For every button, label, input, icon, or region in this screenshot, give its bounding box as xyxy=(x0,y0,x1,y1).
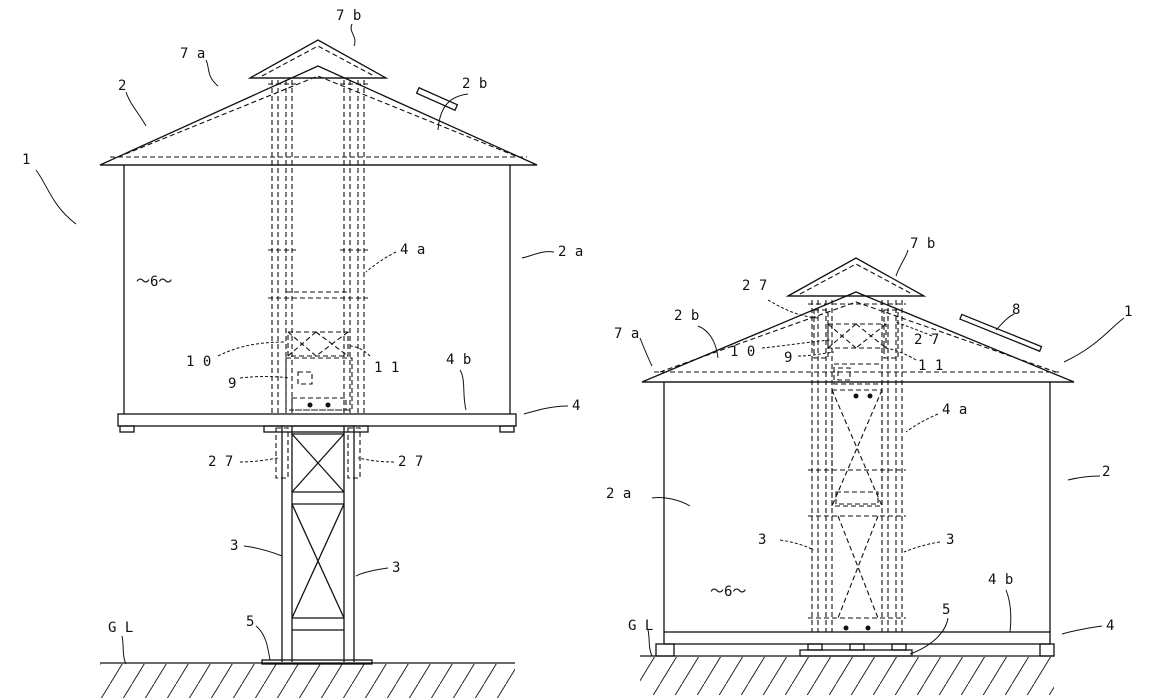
label-3-right: 3 xyxy=(392,560,400,576)
label-3-left: 3 xyxy=(758,532,766,548)
label-6: ～6～ xyxy=(136,274,172,290)
label-2a: 2 a xyxy=(558,244,583,260)
floor-base xyxy=(655,631,1055,657)
label-8: 8 xyxy=(1012,302,1020,318)
label-9: 9 xyxy=(228,376,236,392)
label-9: 9 xyxy=(784,350,792,366)
label-2b: 2 b xyxy=(674,308,699,324)
ground-hatch xyxy=(100,664,515,698)
label-1: 1 xyxy=(1124,304,1132,320)
label-1: 1 xyxy=(22,152,30,168)
house-body xyxy=(123,165,511,414)
label-10: 1 0 xyxy=(186,354,211,370)
label-2b: 2 b xyxy=(462,76,487,92)
label-gl: G L xyxy=(108,620,133,636)
label-4b: 4 b xyxy=(988,572,1013,588)
house-body xyxy=(663,382,1051,632)
label-7a: 7 a xyxy=(180,46,205,62)
roof xyxy=(641,257,1075,383)
label-gl: G L xyxy=(628,618,653,634)
right-figure: 7 b 2 7 2 b 8 1 7 a 1 0 2 7 9 1 1 4 a 2 … xyxy=(606,236,1132,695)
label-7b: 7 b xyxy=(910,236,935,252)
right-labels: 7 b 2 7 2 b 8 1 7 a 1 0 2 7 9 1 1 4 a 2 … xyxy=(606,236,1132,634)
label-6: ～6～ xyxy=(710,584,746,600)
left-leaders xyxy=(35,23,569,665)
label-27-right: 2 7 xyxy=(398,454,423,470)
inner-columns xyxy=(808,300,906,632)
inner-columns xyxy=(268,80,368,414)
label-11: 1 1 xyxy=(374,360,399,376)
label-4b: 4 b xyxy=(446,352,471,368)
label-2: 2 xyxy=(118,78,126,94)
label-27-left: 2 7 xyxy=(208,454,233,470)
label-5: 5 xyxy=(942,602,950,618)
label-10: 1 0 xyxy=(730,344,755,360)
label-4a: 4 a xyxy=(400,242,425,258)
left-figure: 7 b 7 a 2 b 2 1 2 a ～6～ 4 a 1 0 1 1 9 4 … xyxy=(22,8,583,698)
label-11: 1 1 xyxy=(918,358,943,374)
right-leaders xyxy=(639,249,1125,657)
label-5: 5 xyxy=(246,614,254,630)
label-3-left: 3 xyxy=(230,538,238,554)
support-frame xyxy=(261,426,373,665)
floor-base xyxy=(117,413,517,433)
label-7b: 7 b xyxy=(336,8,361,24)
label-4: 4 xyxy=(572,398,580,414)
label-4: 4 xyxy=(1106,618,1114,634)
label-3-right: 3 xyxy=(946,532,954,548)
label-2: 2 xyxy=(1102,464,1110,480)
label-27-upper: 2 7 xyxy=(742,278,767,294)
label-2a: 2 a xyxy=(606,486,631,502)
label-4a: 4 a xyxy=(942,402,967,418)
ground-hatch xyxy=(640,657,1054,695)
left-labels: 7 b 7 a 2 b 2 1 2 a ～6～ 4 a 1 0 1 1 9 4 … xyxy=(22,8,583,636)
roof xyxy=(99,39,538,166)
label-27-lower: 2 7 xyxy=(914,332,939,348)
label-7a: 7 a xyxy=(614,326,639,342)
